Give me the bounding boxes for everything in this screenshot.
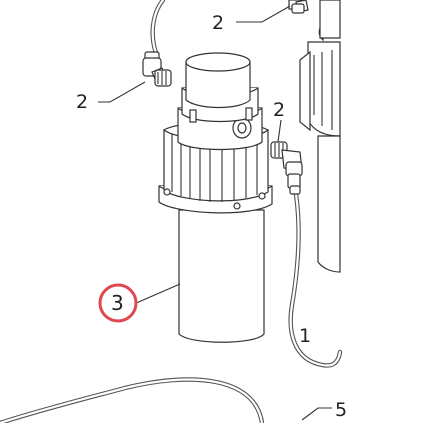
second-filter-assembly <box>299 0 341 273</box>
callout-left-fitting: 2 <box>76 91 88 113</box>
callout-right-fitting: 2 <box>273 99 285 121</box>
hose-top <box>150 0 166 56</box>
leader-lines <box>98 5 332 421</box>
filter-body <box>178 209 265 343</box>
fitting-top <box>288 0 309 14</box>
callout-top-fitting: 2 <box>212 12 224 34</box>
filter-assembly <box>158 52 273 343</box>
callout-hose-right: 1 <box>299 325 311 347</box>
highlight-ring <box>98 283 138 323</box>
callout-filter-body[interactable]: 3 <box>98 283 138 323</box>
hose-right-fitting <box>288 191 343 368</box>
fitting-right-elbow <box>270 141 303 195</box>
hose-bottom <box>0 377 265 423</box>
callout-bottom-right: 5 <box>335 399 347 421</box>
fitting-left-elbow <box>142 51 172 87</box>
callout-filter-body-label: 3 <box>111 291 124 315</box>
